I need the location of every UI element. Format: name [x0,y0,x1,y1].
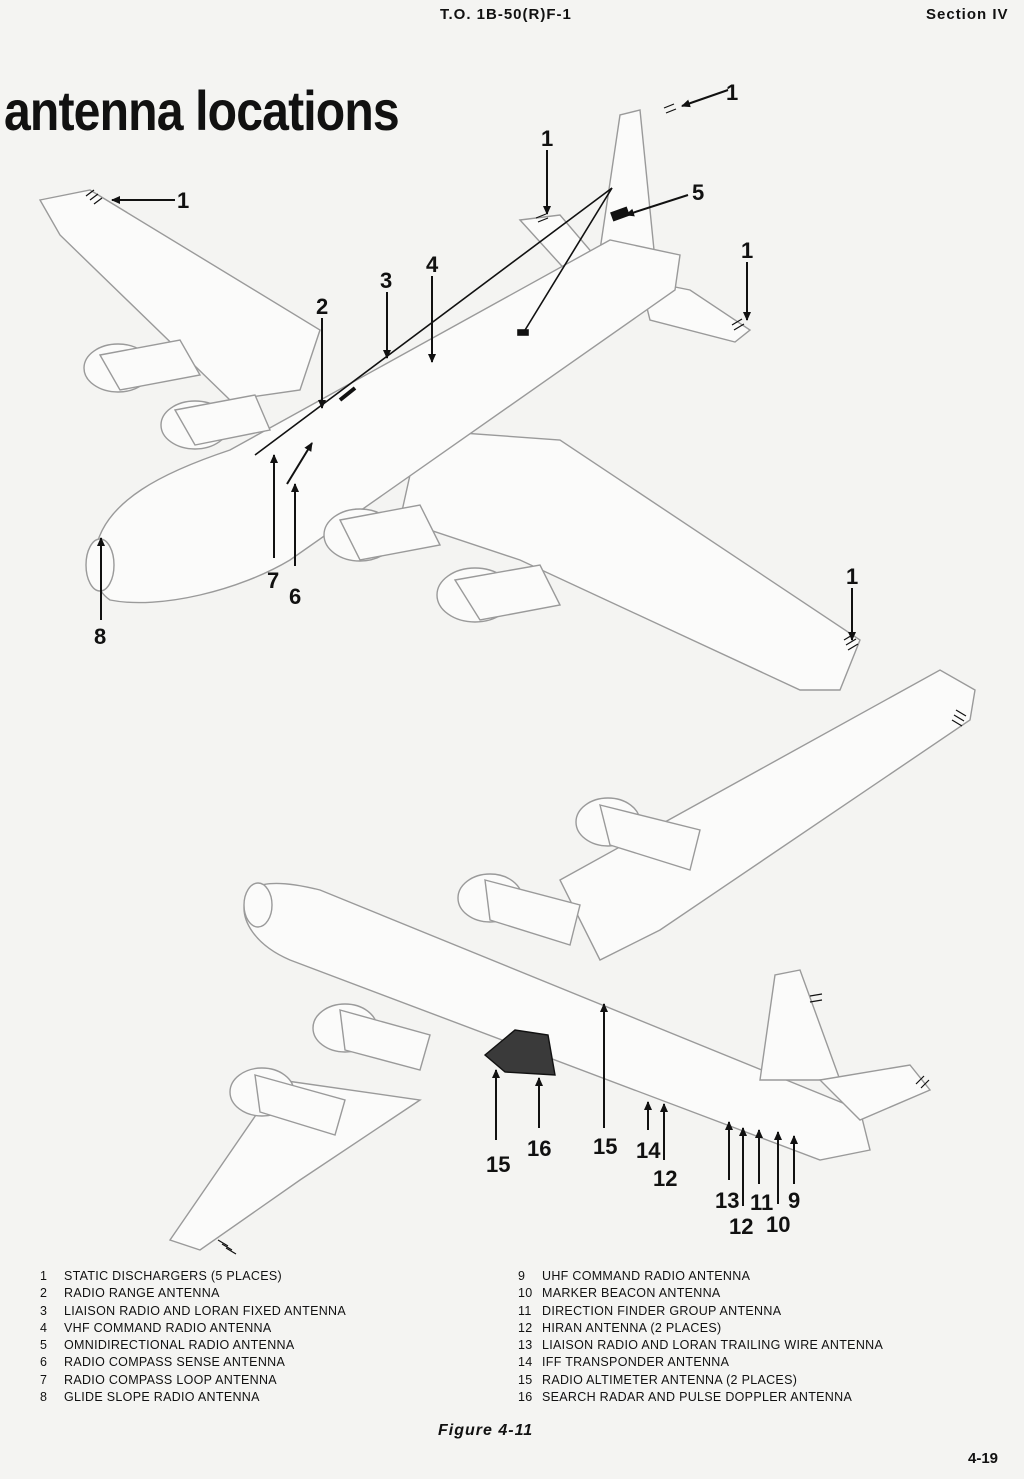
bottom-vertical-fin [759,969,841,1081]
top-right-wing [399,429,861,691]
top-vertical-fin [599,109,656,261]
page-title: antenna locations [4,79,400,142]
callout-8: 8 [94,624,106,649]
callout-15-right: 15 [593,1134,617,1159]
callout-12-upper: 12 [653,1166,677,1191]
callout-10: 10 [766,1212,790,1237]
bottom-aircraft [168,669,976,1251]
document-number: T.O. 1B-50(R)F-1 [440,6,572,23]
figure-caption: Figure 4-11 [438,1422,534,1439]
callout-1-fin: 1 [726,80,738,105]
callout-15-left: 15 [486,1152,510,1177]
top-antenna-wires [254,187,630,456]
top-left-wing [38,189,321,401]
callout-1-right-wing: 1 [846,564,858,589]
callout-11: 11 [750,1190,773,1215]
bottom-callout-leaders [492,1003,798,1206]
top-aircraft [38,109,861,691]
callout-9: 9 [788,1188,800,1213]
section-label: Section IV [926,6,1009,23]
bottom-stabilizer [818,1064,932,1121]
page-number: 4-19 [968,1450,999,1467]
callout-1-right-stab: 1 [741,238,753,263]
callout-1-left-wing: 1 [177,188,189,213]
callout-5: 5 [692,180,704,205]
callout-7: 7 [267,568,279,593]
static-discharger-marks [85,103,859,651]
callout-6: 6 [289,584,301,609]
callout-16: 16 [527,1136,551,1161]
callout-1-left-stab: 1 [541,126,553,151]
callout-2: 2 [316,294,328,319]
bottom-left-wing [168,1079,422,1251]
radar-dome [483,1029,556,1076]
top-callout-leaders [97,89,856,641]
callout-12-lower: 12 [729,1214,753,1239]
bottom-static-discharger-marks [217,709,967,1255]
callout-3: 3 [380,268,392,293]
bottom-nose [243,882,273,928]
callout-14: 14 [636,1138,661,1163]
top-fuselage [93,239,681,604]
callout-13: 13 [715,1188,739,1213]
bottom-right-wing [559,669,976,961]
callout-4: 4 [426,252,439,277]
